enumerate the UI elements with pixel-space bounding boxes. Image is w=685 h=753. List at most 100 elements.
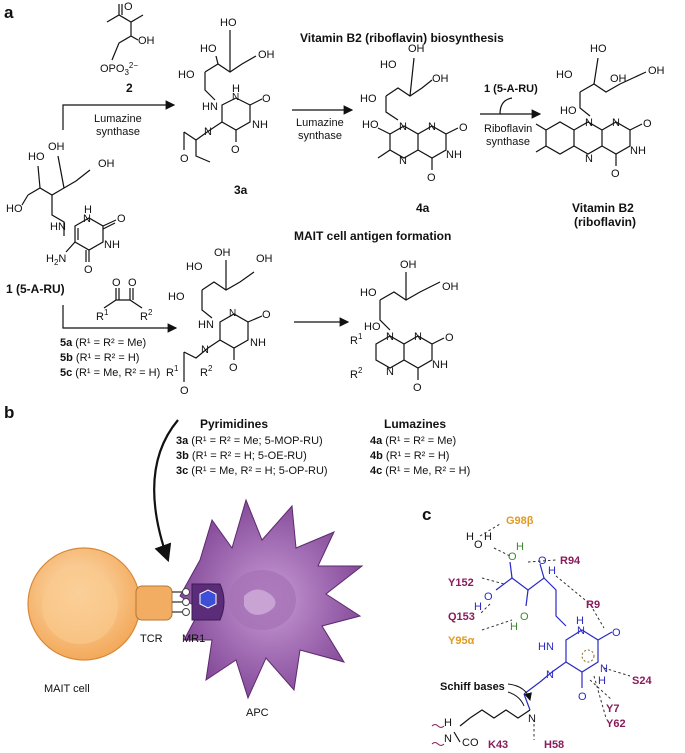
panel-label-b: b [4, 403, 14, 422]
atom-label: O [128, 277, 137, 289]
atom-label: HN [538, 641, 554, 653]
atom-label: HN [202, 101, 218, 113]
atom-label: OH [442, 281, 459, 293]
tcr-loop [182, 588, 190, 596]
atom-label: HO [178, 69, 195, 81]
dicarbonyl-list: 5a (R¹ = R² = Me) 5b (R¹ = R² = H) 5c (R… [60, 337, 160, 379]
atom-label: N [577, 625, 585, 637]
atom-label: R1 [96, 308, 109, 323]
phosphate-label: OPO32− [100, 61, 138, 77]
tcr-receptor [135, 585, 173, 621]
atom-label: OH [256, 253, 273, 265]
atom-label: N [229, 308, 236, 319]
atom-label: OH [648, 65, 665, 77]
panel-label-a: a [4, 3, 14, 22]
atom-label: HN [198, 319, 214, 331]
atom-label: O [262, 309, 271, 321]
atom-label: H [576, 615, 584, 627]
atom-label: O [484, 591, 493, 603]
tcr-label: TCR [140, 633, 163, 645]
atom-label: N [201, 344, 209, 356]
atom-label: N [428, 121, 436, 133]
atom-label: N [414, 331, 422, 343]
atom-label: O [180, 153, 189, 165]
atom-label: N [399, 155, 407, 167]
pyrimidine-item: 3b (R¹ = R² = H; 5-OE-RU) [176, 450, 307, 462]
highlight-circle [581, 649, 595, 663]
atom-label: H [516, 541, 524, 553]
atom-label: N [204, 126, 212, 138]
atom-label: H [84, 204, 92, 216]
atom-label: O [180, 385, 189, 397]
atom-label: O [520, 611, 529, 623]
schiff-bases-label: Schiff bases [440, 681, 505, 693]
residue-y7: Y7 [606, 703, 619, 715]
atom-label: H [466, 531, 474, 543]
compound-3a-label: 3a [234, 183, 248, 197]
compound-4a-structure: HO OH OH HO HO N N N O NH O [360, 43, 468, 184]
antigen-arrow [153, 419, 179, 563]
atom-label: HO [220, 17, 237, 29]
compound-3a-structure: HO HO OH HO HN H N O NH O N O [178, 17, 275, 165]
lumazine-item: 4c (R¹ = Me, R² = H) [370, 465, 470, 477]
atom-label: O [643, 118, 652, 130]
atom-label: OH [432, 73, 449, 85]
dicarbonyl-item: 5b (R¹ = R² = H) [60, 352, 139, 364]
atom-label: O [117, 213, 126, 225]
riboflavin-structure: HO OH OH HO HO N N N O NH O [535, 43, 665, 180]
atom-label: N [444, 733, 452, 745]
atom-label: HO [364, 321, 381, 333]
residue-h58: H58 [544, 739, 564, 751]
schiff-arrow [507, 683, 532, 701]
atom-label: NH [432, 359, 448, 371]
residue-r9: R9 [586, 599, 600, 611]
atom-label: N [386, 331, 394, 343]
atom-label: HO [560, 105, 577, 117]
residue-k43: K43 [488, 739, 508, 751]
atom-label: N [528, 713, 536, 725]
step2-label: Lumazine [296, 117, 344, 129]
atom-label: NH [630, 145, 646, 157]
step3-label: Riboflavin [484, 123, 532, 135]
atom-label: H [598, 675, 606, 687]
atom-label: HO [380, 59, 397, 71]
compound-1-structure: HO OH OH HO HN H N O NH O H2N [6, 141, 126, 276]
pyrimidine-list: 3a (R¹ = R² = Me; 5-MOP-RU) 3b (R¹ = R² … [176, 435, 328, 477]
atom-label: OH [48, 141, 65, 153]
residue-y62: Y62 [606, 718, 626, 730]
residue-g98: G98β [506, 515, 534, 527]
lumazine-synthase-label: synthase [96, 126, 140, 138]
apc-nucleus-inner [244, 589, 276, 615]
step3-label: synthase [486, 136, 530, 148]
atom-label: OH [98, 158, 115, 170]
apc-label: APC [246, 707, 269, 719]
tcr-loop [182, 608, 190, 616]
atom-label: HO [360, 93, 377, 105]
backbone-wave [431, 724, 445, 728]
compound-1-label: 1 (5-A-RU) [6, 282, 65, 296]
lumazine-structure: HO OH OH HO N N N O NH O R1 R2 [350, 259, 459, 394]
atom-label: O [508, 551, 517, 563]
compound-4a-label: 4a [416, 201, 430, 215]
atom-label: OH [214, 247, 231, 259]
atom-label: HO [362, 119, 379, 131]
panel-label-c: c [422, 505, 431, 524]
mait-cell-label: MAIT cell [44, 683, 90, 695]
atom-label: NH [446, 149, 462, 161]
lumazines-title: Lumazines [384, 417, 446, 431]
atom-label: HO [186, 261, 203, 273]
atom-label: N [386, 366, 394, 378]
reagent-2-label: 2 [126, 81, 133, 95]
residue-r94: R94 [560, 555, 581, 567]
dicarbonyl-5-structure: O O R1 R2 [96, 277, 153, 323]
atom-label: O [112, 277, 121, 289]
atom-label: R2 [350, 366, 363, 381]
atom-label: H [444, 717, 452, 729]
atom-label: H [232, 83, 240, 95]
atom-label: N [612, 117, 620, 129]
atom-label: H [474, 601, 482, 613]
atom-label: O [84, 264, 93, 276]
dicarbonyl-item: 5a (R¹ = R² = Me) [60, 337, 146, 349]
atom-label: HO [6, 203, 23, 215]
